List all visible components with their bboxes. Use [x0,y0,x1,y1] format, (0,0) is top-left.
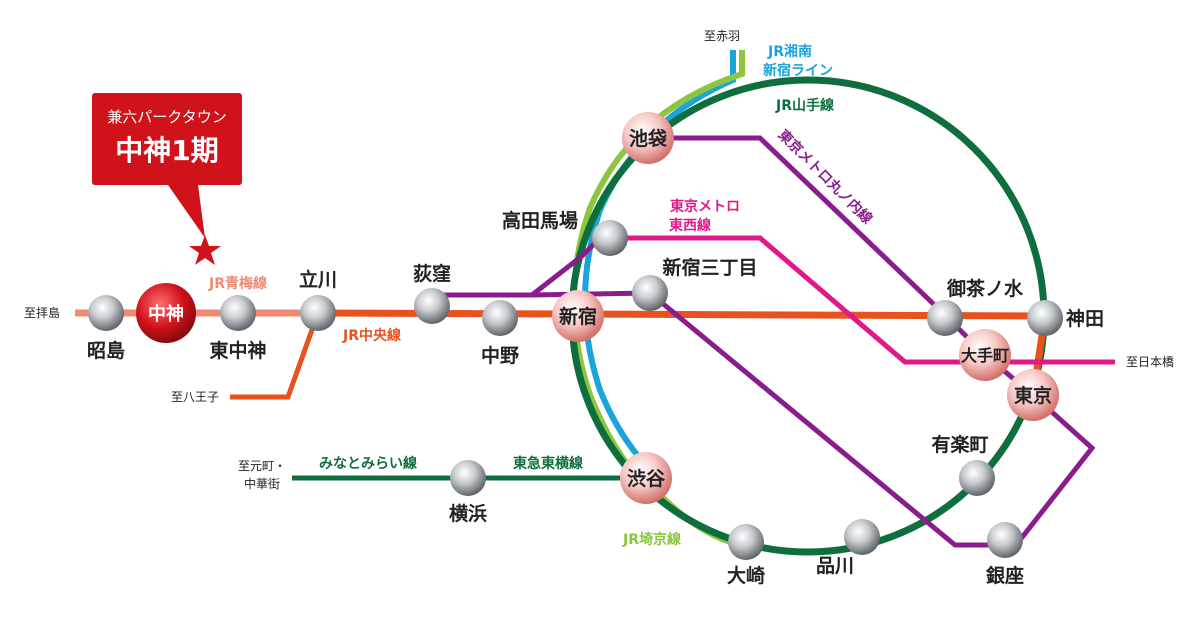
dest-haijima: 至拝島 [24,305,60,320]
station-label-ikebukuro: 池袋 [629,127,668,150]
station-ochanomizu[interactable] [927,300,963,336]
station-label-kanda: 神田 [1066,307,1104,330]
dest-akabane: 至赤羽 [704,29,740,43]
station-label-shibuya: 渋谷 [627,467,666,490]
station-tokyo[interactable] [1007,369,1059,421]
station-yokohama[interactable] [450,460,486,496]
station-kanda[interactable] [1027,300,1063,336]
station-label-ogikubo: 荻窪 [413,262,451,285]
station-shinjuku[interactable] [552,290,604,342]
line-label-shonan-2: 新宿ライン [763,62,833,79]
line-label-tozai-2: 東西線 [669,217,711,234]
station-label-shinjuku-sanchome: 新宿三丁目 [662,256,757,279]
station-higashi-nakagami[interactable] [220,295,256,331]
station-shinagawa[interactable] [844,519,880,555]
line-label-saikyo: JR埼京線 [622,531,681,548]
callout-title: 中神1期 [115,134,218,167]
star-icon [189,235,221,265]
callout-pointer [168,185,205,238]
station-shinjuku-sanchome[interactable] [632,275,668,311]
station-akishima[interactable] [88,295,124,331]
station-label-shinjuku: 新宿 [559,305,597,328]
line-label-shonan-1: JR湘南 [767,43,812,60]
line-label-toyoko: 東急東横線 [513,455,583,472]
station-label-tachikawa: 立川 [299,268,337,291]
station-label-ginza: 銀座 [986,564,1024,587]
station-yurakucho[interactable] [959,460,995,496]
dest-hachioji: 至八王子 [171,390,219,404]
line-label-ome: JR青梅線 [208,275,267,292]
station-label-nakano: 中野 [481,344,519,367]
station-ogikubo[interactable] [414,288,450,324]
station-label-otemachi: 大手町 [961,346,1009,365]
callout-box [92,93,242,185]
station-otemachi[interactable] [959,329,1011,381]
line-label-chuo: JR中央線 [342,327,401,344]
chuo-hachioji-branch [230,312,321,400]
station-shibuya[interactable] [620,452,672,504]
station-ikebukuro[interactable] [622,112,674,164]
station-label-nakagami: 中神 [148,303,184,325]
station-label-yurakucho: 有楽町 [931,433,988,456]
line-label-yamanote: JR山手線 [775,97,834,114]
station-osaki[interactable] [728,524,764,560]
station-label-akishima: 昭島 [87,339,125,362]
station-nakagami[interactable] [136,283,196,343]
station-label-osaki: 大崎 [727,564,765,587]
station-ginza[interactable] [987,522,1023,558]
line-label-minatomirai: みなとみらい線 [319,455,417,472]
station-label-higashi-nakagami: 東中神 [209,339,266,362]
station-label-tokyo: 東京 [1014,384,1052,407]
station-takadanobaba[interactable] [592,220,628,256]
callout-subtitle: 兼六パークタウン [107,108,226,126]
marunouchi-line-west [432,236,602,298]
station-label-shinagawa: 品川 [816,555,854,577]
station-tachikawa[interactable] [300,295,336,331]
dest-nihonbashi: 至日本橋 [1126,355,1174,369]
dest-motomachi-2: 中華街 [244,476,280,491]
station-label-ochanomizu: 御茶ノ水 [946,277,1024,300]
dest-motomachi-1: 至元町・ [238,459,286,473]
line-label-marunouchi: 東京メトロ丸ノ内線 [775,126,876,227]
line-label-tozai-1: 東京メトロ [670,198,740,215]
station-nakano[interactable] [482,300,518,336]
station-label-yokohama: 横浜 [449,502,487,525]
station-label-takadanobaba: 高田馬場 [502,209,578,232]
